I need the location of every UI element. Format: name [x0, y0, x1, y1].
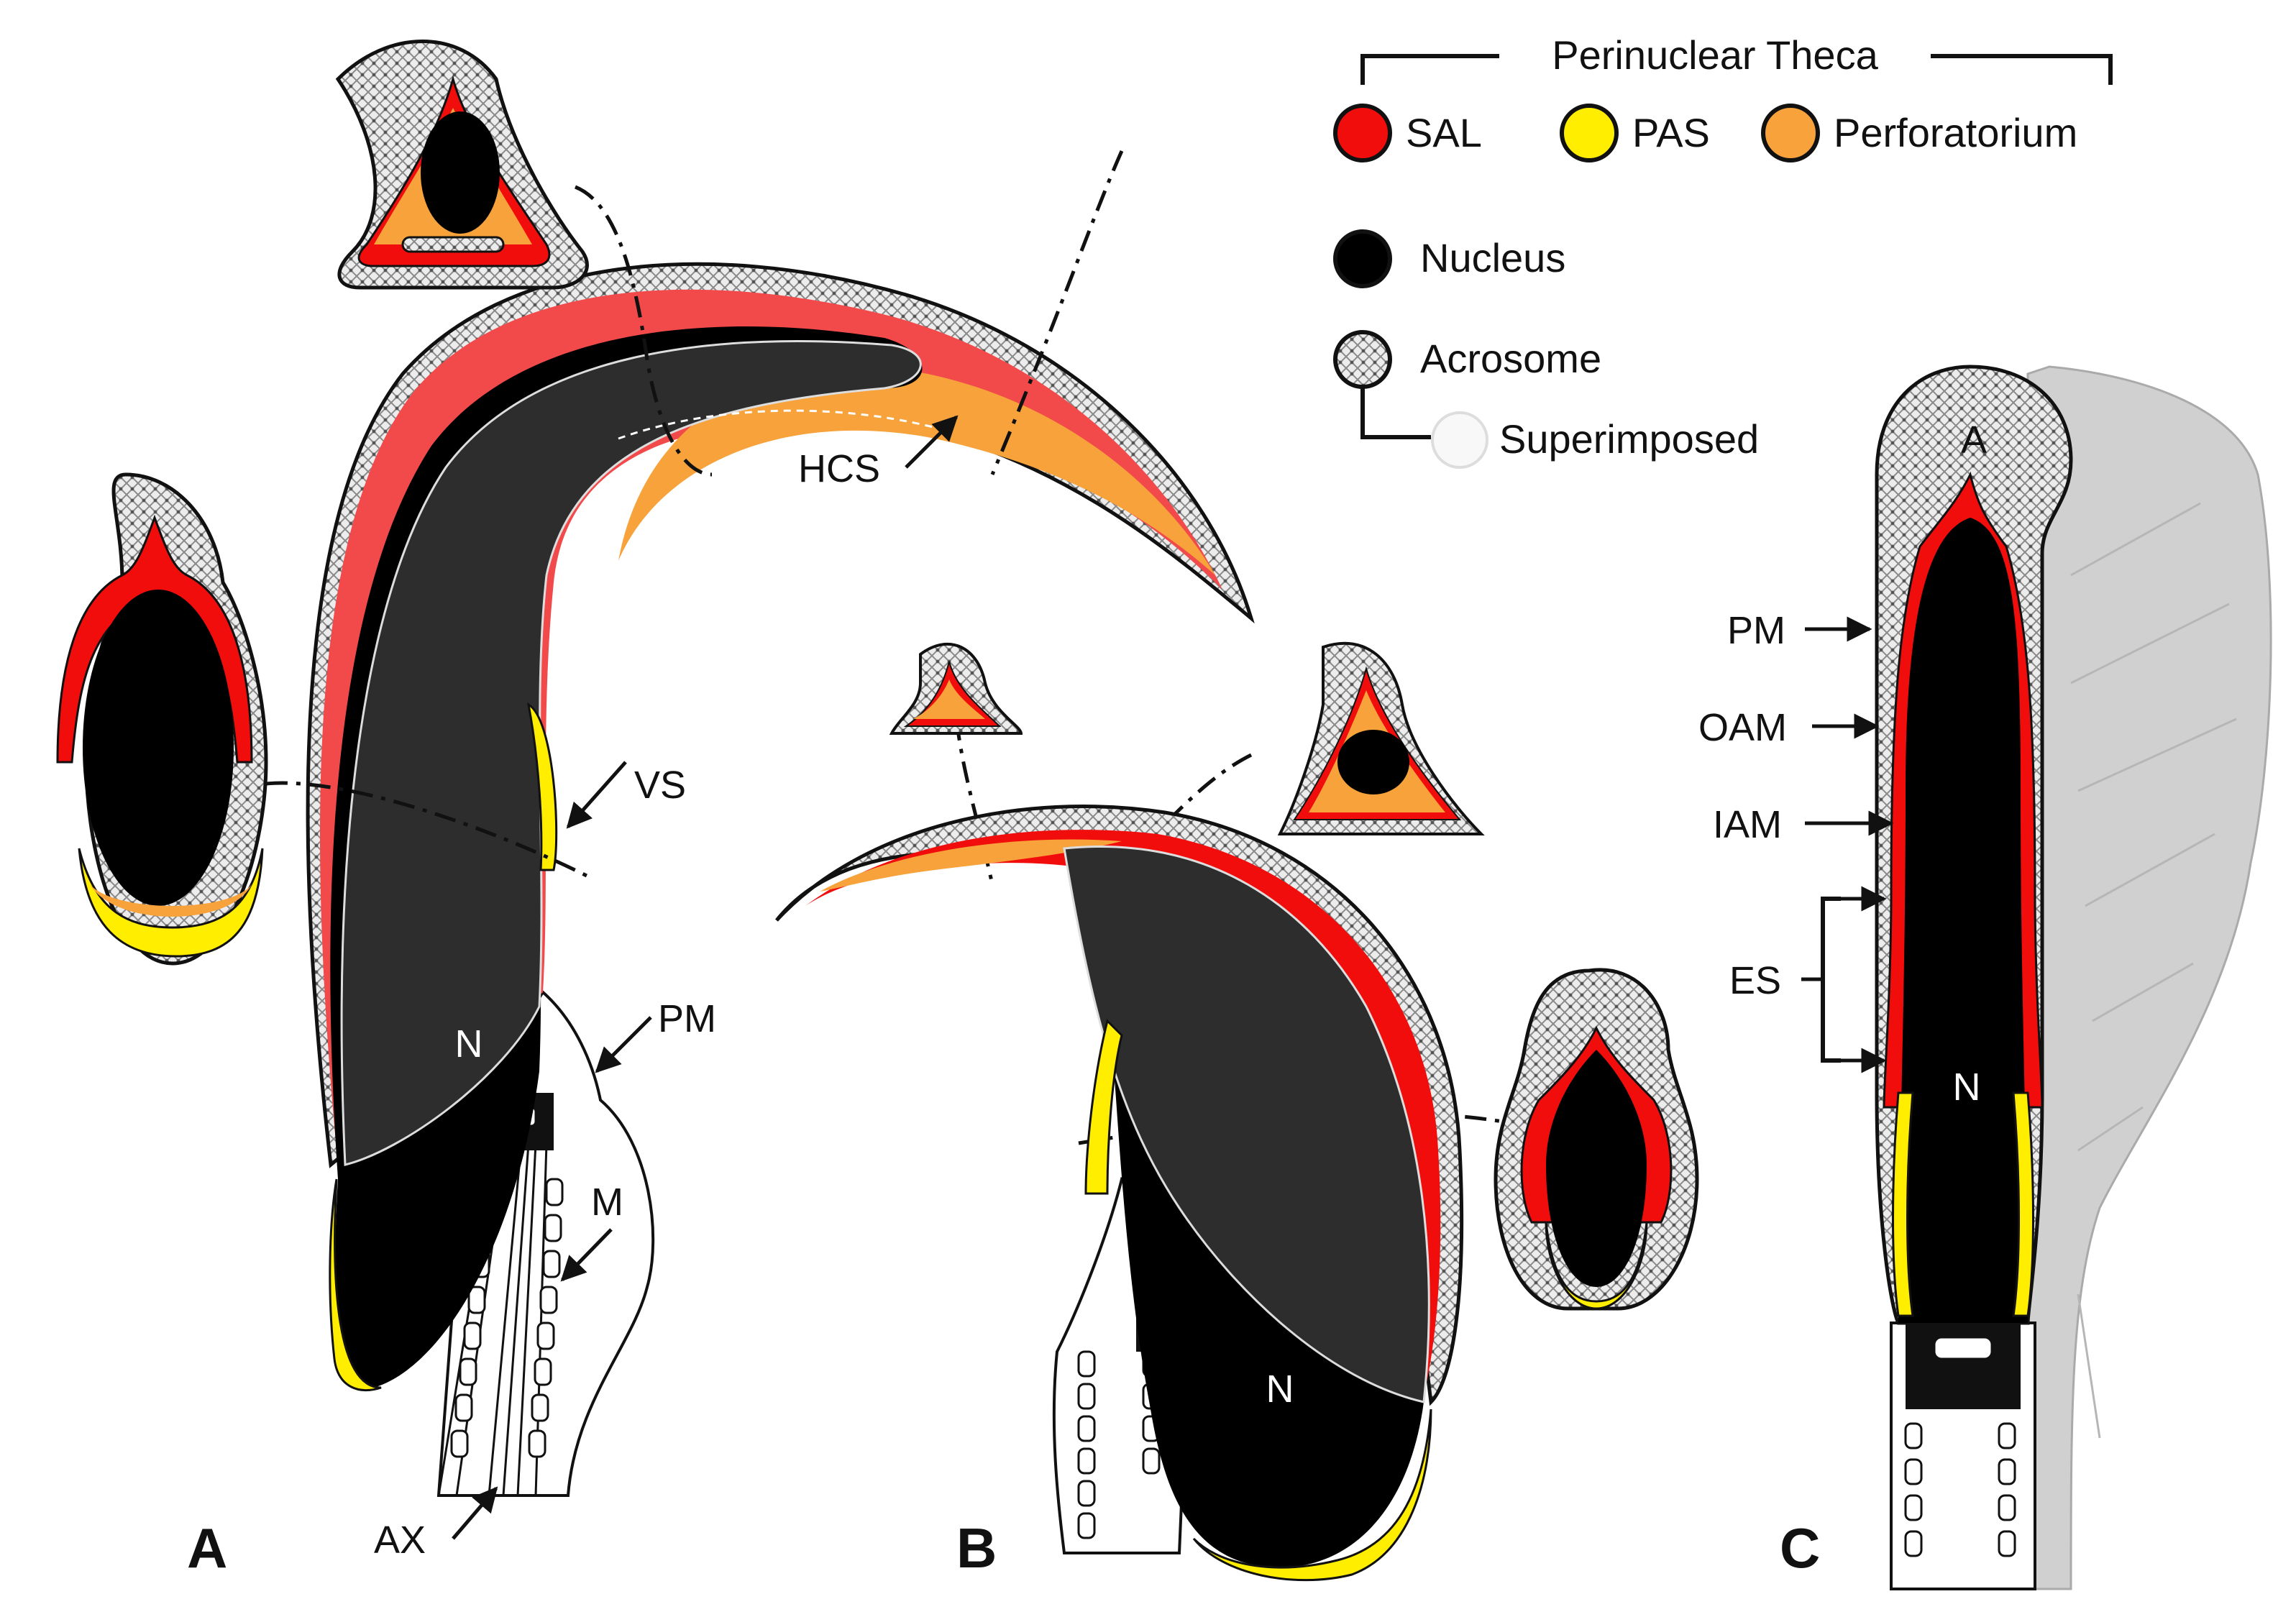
legend-item-perforatorium: Perforatorium: [1834, 110, 2077, 155]
panel-a-label-vs: VS: [634, 764, 686, 807]
panel-a-letter: A: [187, 1516, 227, 1580]
panel-c-letter: C: [1780, 1516, 1820, 1580]
panel-a-cross-section-top: [335, 40, 589, 290]
panel-b-cross-section-small: [889, 642, 1023, 735]
panel-a-label-n: N: [455, 1022, 483, 1066]
panel-c-label-oam: OAM: [1698, 706, 1787, 749]
panel-c-label-n: N: [1953, 1066, 1981, 1109]
panel-a-label-pm: PM: [658, 997, 716, 1040]
legend-connector: [1360, 387, 1431, 439]
panel-a-nucleus-superimposed: [340, 340, 922, 1166]
panel-a-label-ax: AX: [374, 1518, 426, 1562]
panel-a-ventral-spur: [526, 702, 558, 871]
panel-a: N VS PM M AX A: [56, 40, 1504, 1580]
panel-c: A N PM OAM IAM ES C: [1698, 365, 2272, 1590]
yellow-circle-icon: [1560, 104, 1619, 162]
panel-c-pas: [1892, 1091, 2034, 1317]
legend-item-sal: SAL: [1406, 110, 1482, 155]
panel-b: N HCS B: [775, 415, 1699, 1582]
red-circle-icon: [1333, 104, 1392, 162]
panel-a-pas: [329, 1178, 382, 1392]
legend: Perinuclear Theca SAL PAS Perforatorium …: [1333, 32, 2113, 469]
legend-item-superimposed: Superimposed: [1499, 416, 1759, 462]
panel-b-nucleus-superimposed: [1063, 845, 1430, 1403]
panel-b-pas: [1192, 1408, 1432, 1582]
panel-a-perforatorium: [618, 367, 1215, 575]
panel-c-shadow-hatching: [2070, 502, 2237, 1439]
orange-circle-icon: [1761, 104, 1820, 162]
legend-header: Perinuclear Theca: [1552, 32, 1878, 78]
panel-a-mitochondria: [450, 1178, 564, 1458]
panel-c-label-pm: PM: [1727, 609, 1785, 652]
panel-b-cross-section-triangle: [1277, 641, 1485, 835]
panel-c-label-es: ES: [1729, 959, 1781, 1002]
panel-b-label-n: N: [1266, 1368, 1294, 1411]
panel-b-ventral-pas: [1084, 1019, 1123, 1195]
panel-c-connecting-piece: [1906, 1323, 2021, 1409]
panel-c-label-iam: IAM: [1713, 803, 1782, 846]
panel-a-cross-section-left: [56, 472, 268, 966]
legend-item-acrosome: Acrosome: [1420, 336, 1601, 381]
dotted-circle-icon: [1333, 330, 1392, 389]
panel-c-mitochondria: [1904, 1422, 2016, 1557]
white-circle-icon: [1431, 411, 1488, 469]
panel-b-perforatorium: [820, 839, 1122, 892]
legend-item-pas: PAS: [1632, 110, 1710, 155]
panel-c-label-a: A: [1961, 418, 1987, 462]
panel-b-label-hcs: HCS: [798, 447, 880, 490]
panel-a-hcs-region: [618, 409, 950, 440]
panel-c-superimposed-shadow: [2026, 365, 2272, 1590]
panel-b-cross-section-right: [1494, 968, 1699, 1311]
black-circle-icon: [1333, 229, 1392, 288]
panel-c-nucleus: [1898, 518, 2028, 1323]
panel-a-label-m: M: [591, 1181, 623, 1224]
legend-item-nucleus: Nucleus: [1420, 235, 1565, 280]
legend-bracket: [1360, 54, 2113, 85]
panel-c-es-bracket: [1821, 897, 1841, 1063]
panel-b-letter: B: [956, 1516, 997, 1580]
